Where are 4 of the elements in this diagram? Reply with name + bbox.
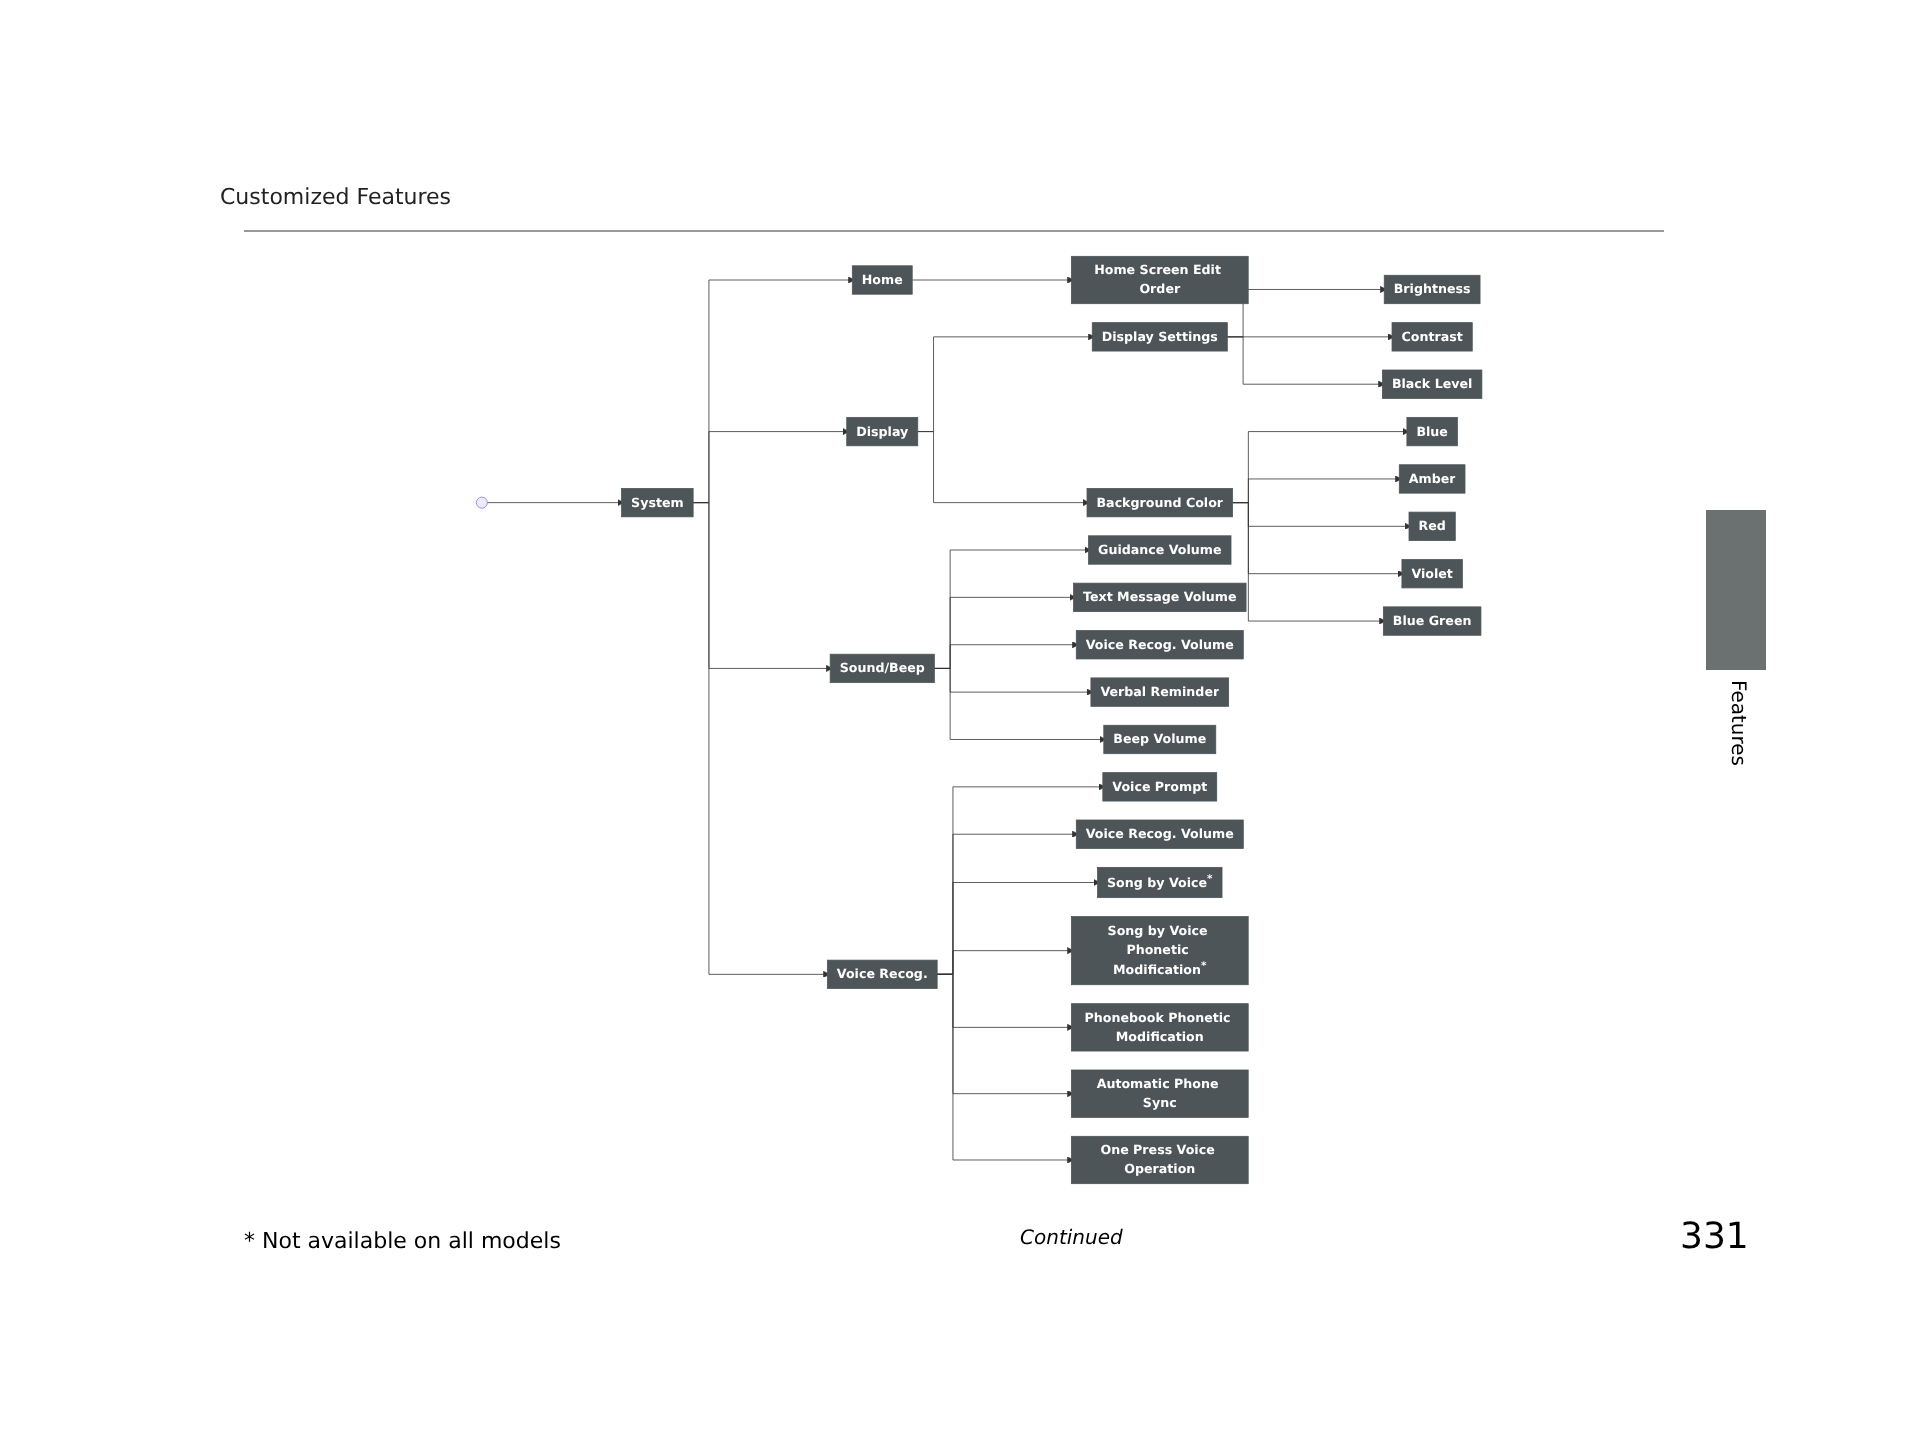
continued-note: Continued (1020, 1228, 1123, 1250)
header-text: Customized Features (220, 184, 452, 210)
page-number: 331 (1680, 1216, 1749, 1258)
footnote: * Not available on all models (244, 1228, 561, 1254)
